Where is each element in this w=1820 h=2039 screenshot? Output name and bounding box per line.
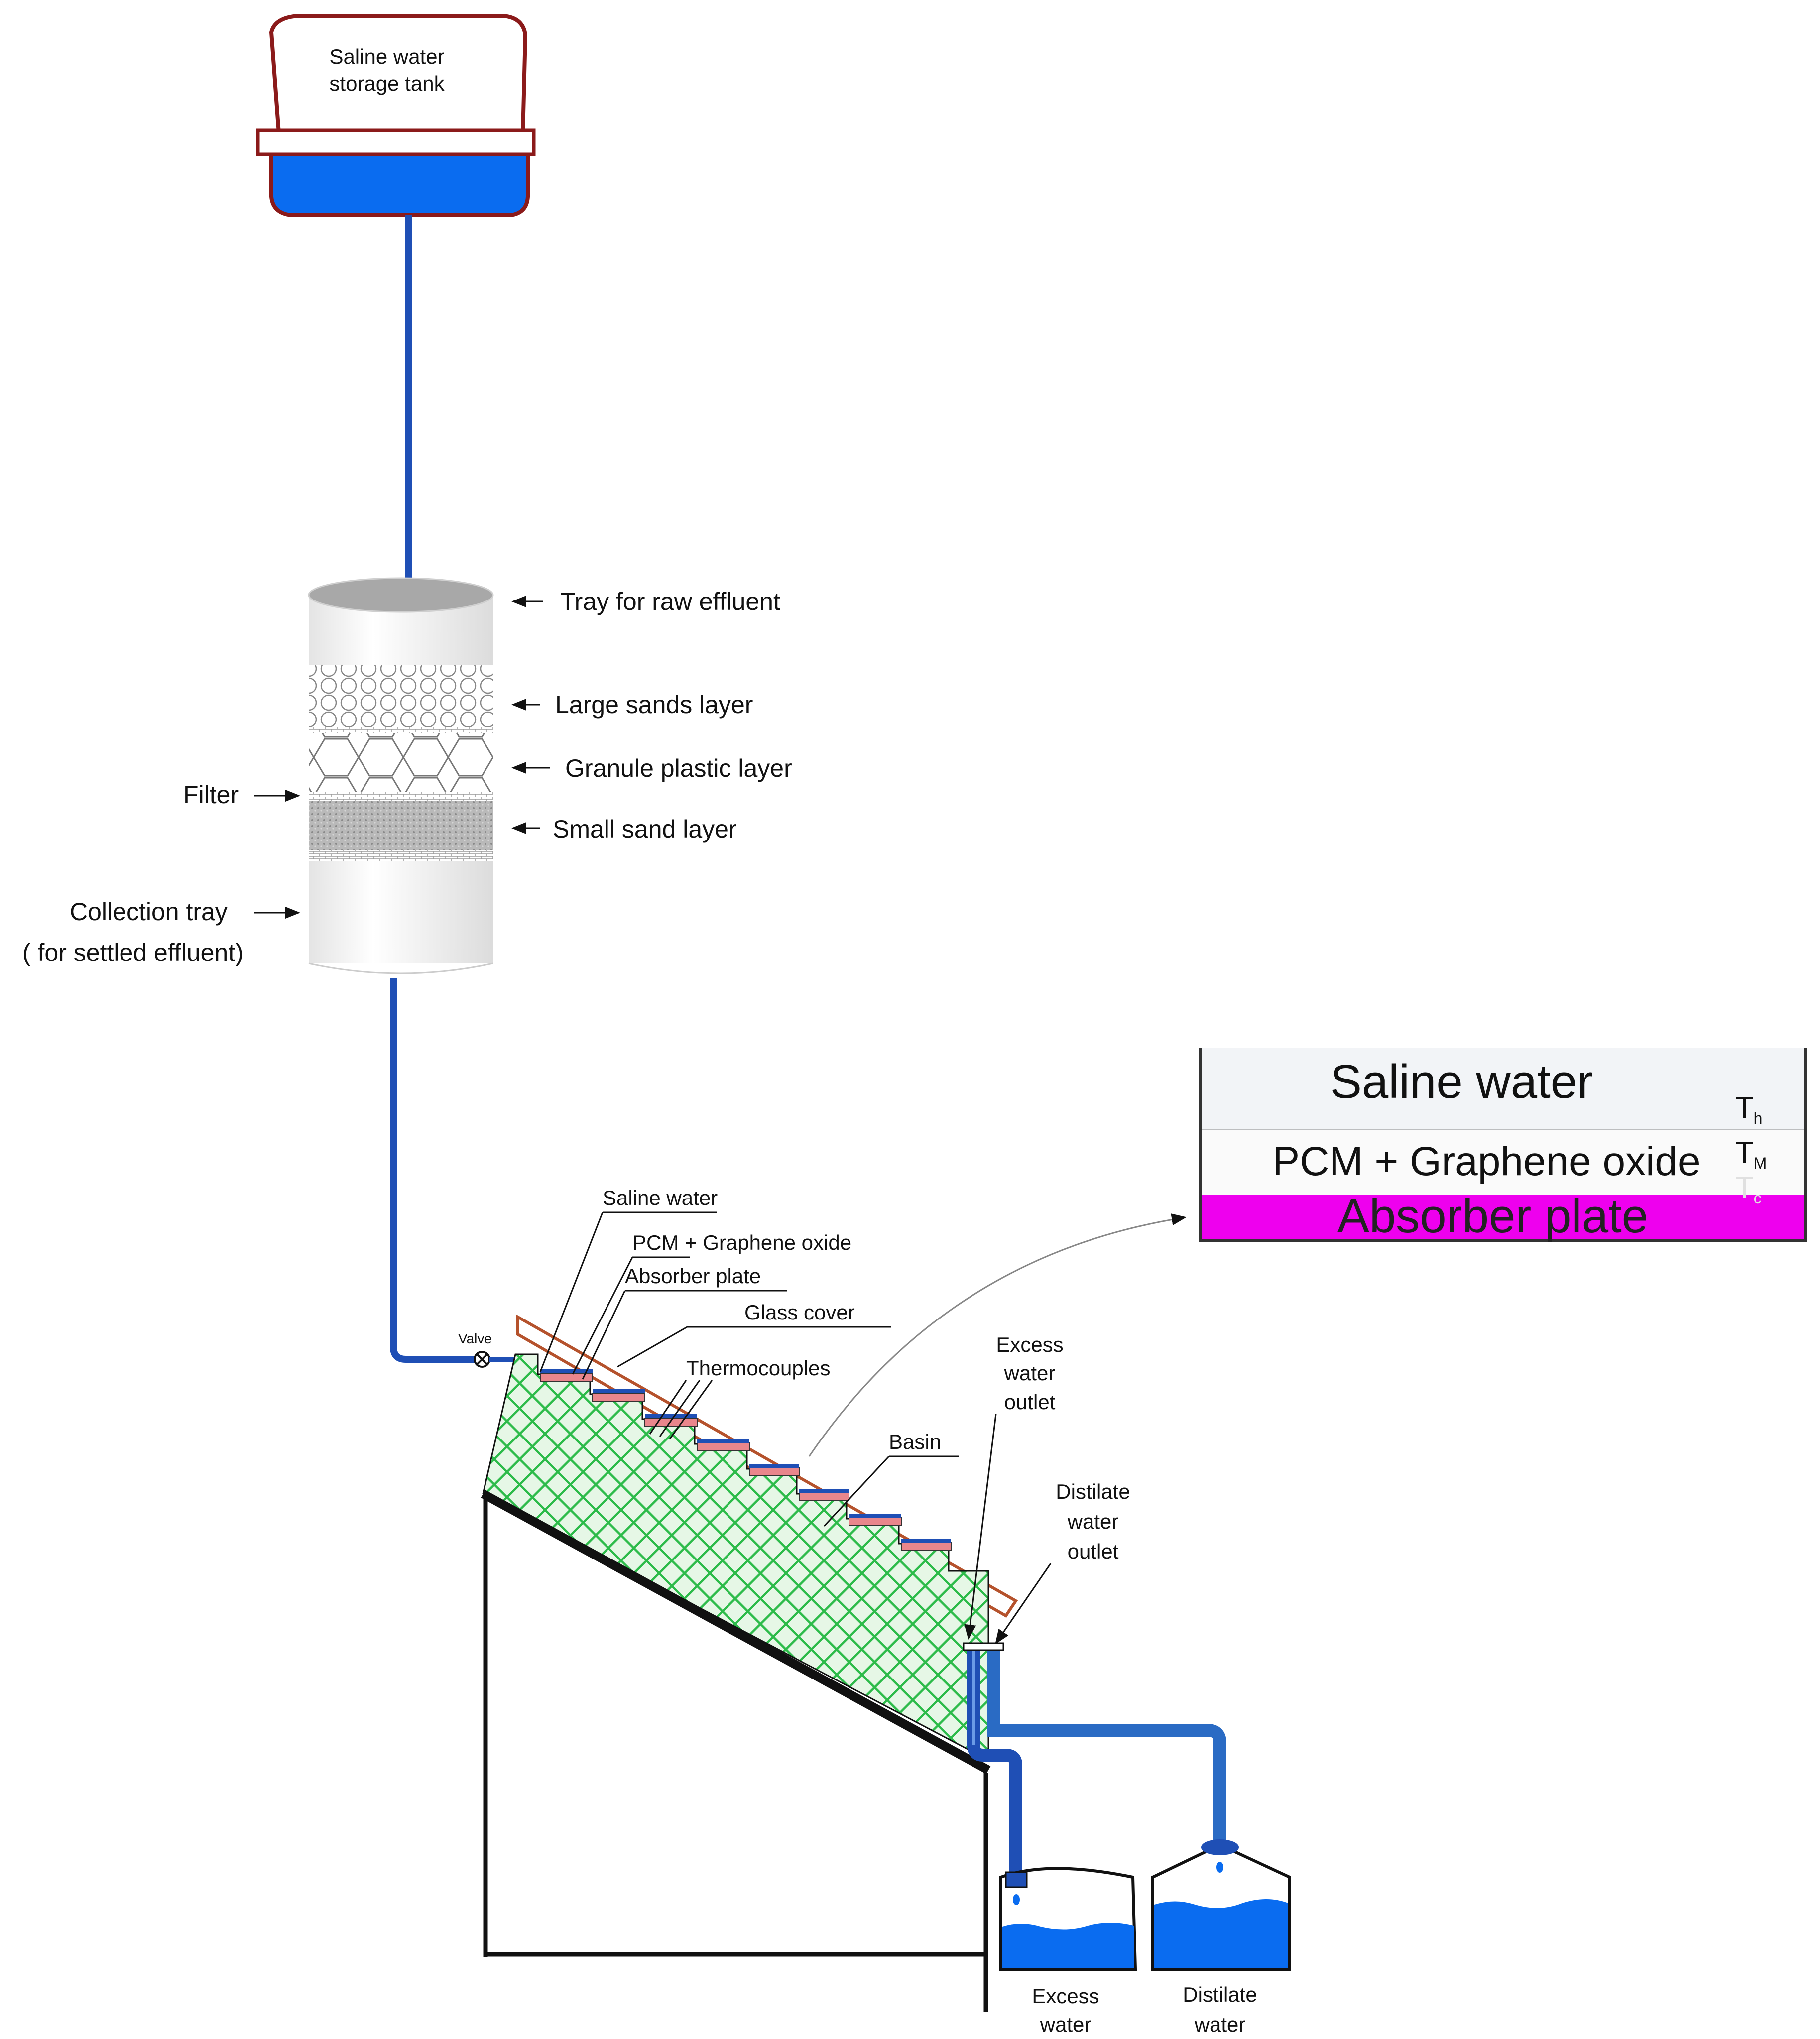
inset-pcm-layer (1200, 1130, 1805, 1195)
pcm-leader (572, 1257, 633, 1375)
step-tray-water (540, 1369, 593, 1373)
excess-container-label-line2: water (1040, 2013, 1092, 2036)
distilate-water-container (1151, 1839, 1291, 1971)
distilate-container-water (1154, 1899, 1288, 1968)
collection-tray-label-line1: Collection tray (70, 898, 228, 926)
inset-callout-arrow (808, 1213, 1187, 1457)
filter-outlet-pipe (390, 978, 476, 1363)
still-labels: Saline water PCM + Graphene oxide Absorb… (539, 1186, 1130, 1645)
step-tray-water (799, 1489, 849, 1493)
inset-saline-water-label: Saline water (1330, 1055, 1593, 1108)
filter-brick-divider-1 (309, 727, 493, 733)
inset-absorber-layer (1200, 1195, 1805, 1241)
raw-effluent-tray (308, 577, 494, 613)
inset-pcm-label: PCM + Graphene oxide (1272, 1139, 1700, 1184)
step-tray-water (645, 1414, 697, 1418)
excess-outlet-label-line3: outlet (1004, 1390, 1056, 1414)
step-tray (644, 1418, 698, 1427)
distilate-container-label-line1: Distilate (1183, 1983, 1257, 2006)
excess-water-container (999, 1867, 1137, 1971)
excess-inlet-cap (1005, 1871, 1028, 1888)
excess-container-label-line1: Excess (1032, 1984, 1099, 2008)
step-tray-water (749, 1464, 799, 1468)
absorber-leader (582, 1290, 626, 1380)
valve[interactable] (474, 1351, 490, 1368)
tank-water-body (269, 150, 530, 217)
valve-cross (476, 1353, 488, 1366)
step-trays (540, 1369, 952, 1551)
granule-plastic-layer (309, 733, 493, 792)
inset-absorber-label: Absorber plate (1337, 1190, 1648, 1243)
step-tray (901, 1542, 952, 1551)
filter-brick-divider-2 (309, 792, 493, 801)
inset-frame (1199, 1048, 1807, 1242)
saline-water-leader (539, 1212, 604, 1372)
inset-tc-label: Tc (1735, 1171, 1762, 1207)
still-mesh-body (482, 1353, 989, 1762)
thermocouple-leader-1 (649, 1380, 687, 1435)
excess-outlet-label-line2: water (1004, 1361, 1056, 1385)
step-tray (592, 1393, 645, 1402)
saline-water-storage-tank: Saline water storage tank (256, 14, 536, 217)
outlet-pipe-caps (963, 1642, 1004, 1651)
tank-label-line2: storage tank (329, 72, 445, 95)
filter-brick-divider-3 (309, 850, 493, 861)
step-tray-water (593, 1389, 645, 1393)
still-saline-water-label: Saline water (603, 1186, 718, 1209)
basin-leader (823, 1455, 890, 1527)
still-stand-slope (481, 1490, 991, 1774)
distilate-drop (1216, 1862, 1223, 1873)
distilate-water-pipe (987, 1651, 1226, 1845)
excess-water-pipe (967, 1651, 1022, 1872)
excess-outlet-arrow (964, 1414, 997, 1640)
small-sand-layer (309, 801, 493, 850)
thermocouples-label: Thermocouples (686, 1356, 830, 1380)
still-absorber-label: Absorber plate (625, 1264, 761, 1288)
step-tray-water (901, 1539, 951, 1543)
filter-cylinder-bottom (308, 962, 493, 974)
distilate-outlet-label-line3: outlet (1068, 1540, 1119, 1563)
granule-plastic-label: Granule plastic layer (565, 754, 792, 782)
tray-label: Tray for raw effluent (560, 588, 780, 615)
step-tray (697, 1442, 750, 1451)
glass-cover-label: Glass cover (744, 1301, 855, 1324)
thermocouple-leader-2 (659, 1380, 701, 1437)
glass-cover-leader (617, 1326, 688, 1368)
filter-column (308, 577, 494, 974)
stepped-solar-still (481, 1314, 1018, 2012)
excess-outlet-label-line1: Excess (996, 1333, 1063, 1356)
valve-label: Valve (458, 1331, 492, 1346)
distilate-container-label-line2: water (1194, 2013, 1246, 2036)
filter-label: Filter (183, 781, 239, 809)
layer-detail-inset: Saline water PCM + Graphene oxide Absorb… (1199, 1048, 1807, 1243)
inset-tm-label: TM (1735, 1136, 1767, 1172)
large-sands-label: Large sands layer (555, 691, 753, 719)
distilate-inlet-cap (1201, 1839, 1239, 1855)
distilate-outlet-arrow (995, 1563, 1052, 1645)
distilate-outlet-label-line1: Distilate (1056, 1480, 1130, 1503)
inset-th-label: Th (1735, 1091, 1762, 1127)
collection-tray-label-line2: ( for settled effluent) (22, 939, 243, 966)
step-tray-water (697, 1439, 749, 1443)
step-tray (749, 1467, 800, 1476)
tank-lid (269, 14, 528, 135)
thermocouple-leader-3 (669, 1380, 713, 1439)
small-sand-label: Small sand layer (553, 815, 737, 843)
step-tray-water (849, 1514, 901, 1518)
basin-label: Basin (889, 1430, 941, 1453)
large-sands-layer (309, 665, 493, 729)
excess-drop (1013, 1894, 1020, 1905)
step-tray (799, 1492, 849, 1501)
excess-container-water (1002, 1923, 1134, 1968)
still-pcm-label: PCM + Graphene oxide (632, 1231, 851, 1254)
step-tray (849, 1517, 902, 1526)
filter-labels: Tray for raw effluent Large sands layer … (22, 588, 792, 966)
tank-rim (256, 128, 536, 156)
inset-saline-layer (1200, 1048, 1805, 1130)
distilate-outlet-label-line2: water (1067, 1510, 1119, 1533)
tank-label-line1: Saline water (329, 45, 444, 68)
